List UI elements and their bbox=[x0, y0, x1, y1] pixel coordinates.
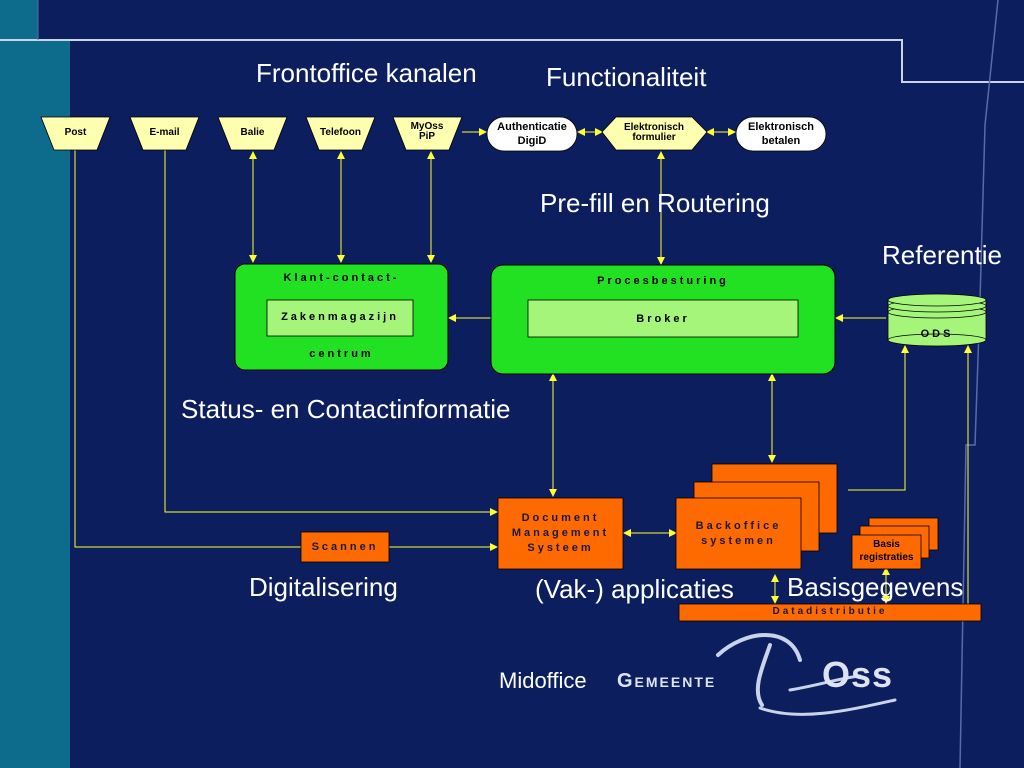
heading-status: Status- en Contactinformatie bbox=[181, 394, 511, 424]
gemeente-oss-logo-shape bbox=[716, 633, 897, 716]
heading-basisgegevens: Basisgegevens bbox=[787, 572, 964, 602]
channel-myoss: MyOss PiP bbox=[410, 121, 444, 142]
datadistributie-box bbox=[678, 603, 982, 622]
channel-email-shape bbox=[129, 116, 200, 151]
left-teal-band bbox=[0, 0, 70, 768]
scannen-label: Scannen bbox=[311, 541, 379, 553]
scannen-box bbox=[300, 531, 390, 563]
channel-myoss-shape bbox=[392, 116, 463, 151]
channel-email: E-mail bbox=[149, 127, 180, 138]
heading-midoffice: Midoffice bbox=[499, 668, 587, 693]
ods-label: ODS bbox=[920, 328, 954, 340]
betalen-shape bbox=[735, 116, 827, 152]
dms-box bbox=[497, 497, 624, 570]
heading-frontoffice: Frontoffice kanalen bbox=[256, 58, 477, 88]
kcc-bottom-label: centrum bbox=[309, 348, 374, 360]
frame-line bbox=[0, 39, 1024, 83]
heading-digitalisering: Digitalisering bbox=[249, 572, 398, 602]
zakenmagazijn-box bbox=[266, 299, 414, 337]
backoffice-label: Backoffice systemen bbox=[695, 520, 782, 547]
channel-telefoon: Telefoon bbox=[320, 127, 361, 138]
channel-balie: Balie bbox=[240, 127, 265, 138]
backoffice-box bbox=[675, 497, 802, 570]
authenticatie-label: Authenticatie DigiD bbox=[497, 121, 567, 147]
dms-label: Document Management Systeem bbox=[511, 512, 610, 554]
logo-gemeente: Gemeente bbox=[617, 670, 717, 692]
heading-referentie: Referentie bbox=[882, 240, 1002, 270]
heading-applicaties: (Vak-) applicaties bbox=[535, 574, 734, 604]
formulier-shape bbox=[601, 116, 708, 151]
betalen-label: Elektronisch betalen bbox=[747, 121, 815, 147]
channel-post: Post bbox=[64, 127, 87, 138]
kcc-top-label: Klant-contact- bbox=[283, 272, 400, 284]
channel-telefoon-shape bbox=[305, 116, 376, 151]
broker-box bbox=[527, 299, 799, 338]
formulier-label: Elektronisch formulier bbox=[623, 122, 685, 143]
heading-prefill: Pre-fill en Routering bbox=[540, 188, 770, 218]
basis-box bbox=[851, 534, 922, 570]
frame-line-right bbox=[959, 0, 999, 768]
channel-balie-shape bbox=[217, 116, 288, 151]
ods-cylinder bbox=[887, 293, 987, 347]
datadistributie-label: Datadistributie bbox=[772, 606, 888, 617]
basis-label: Basis registraties bbox=[859, 539, 914, 563]
logo-oss: Oss bbox=[822, 654, 894, 695]
zakenmagazijn-label: Zakenmagazijn bbox=[281, 311, 399, 323]
channel-post-shape bbox=[40, 116, 111, 151]
broker-label: Broker bbox=[636, 313, 690, 325]
procesbesturing-label: Procesbesturing bbox=[597, 275, 729, 287]
heading-functionaliteit: Functionaliteit bbox=[546, 62, 707, 92]
authenticatie-shape bbox=[486, 116, 578, 152]
